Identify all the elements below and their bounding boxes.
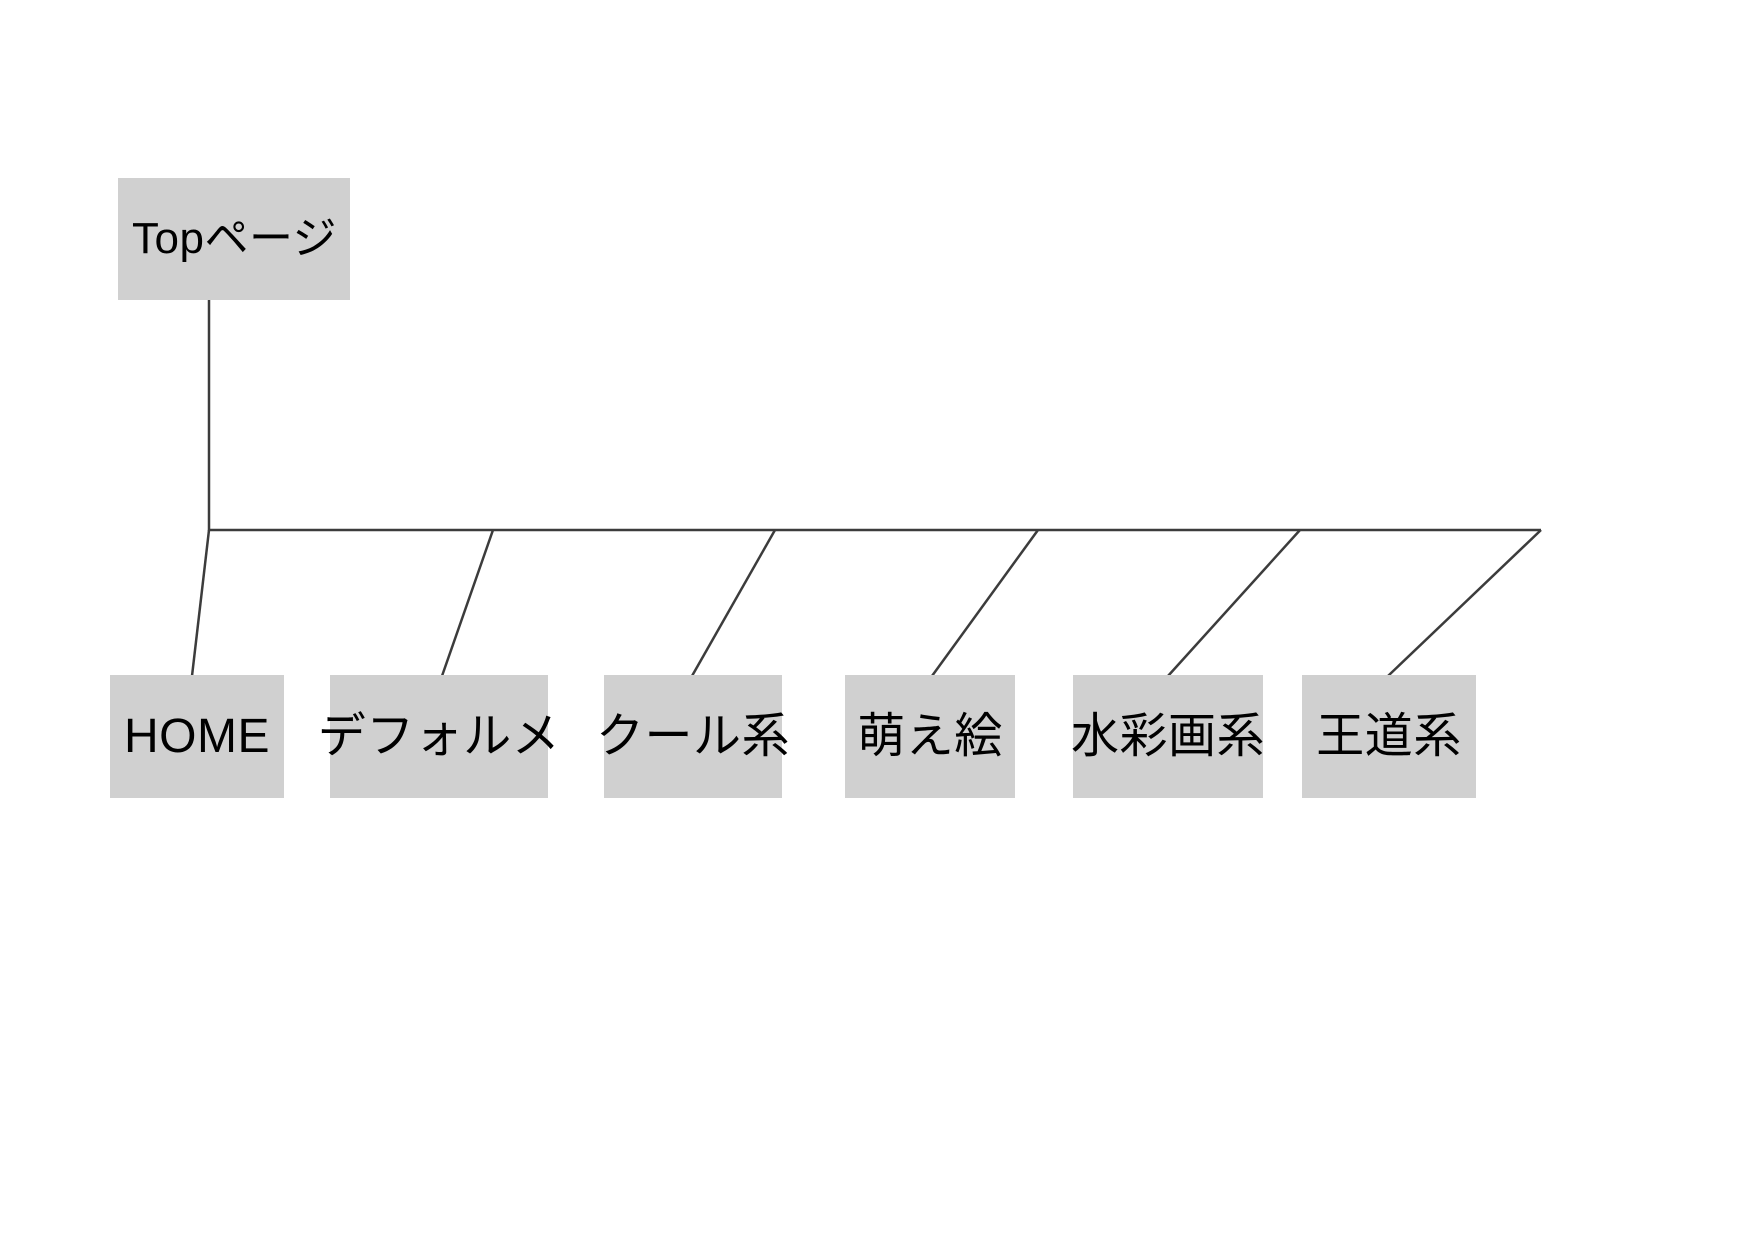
node-oudou[interactable]: 王道系 — [1302, 675, 1476, 798]
node-suisai-label: 水彩画系 — [1071, 709, 1266, 763]
node-cool-label: クール系 — [596, 709, 791, 763]
edge-drop-suisai — [1167, 529, 1301, 677]
node-deforme-label: デフォルメ — [317, 709, 561, 763]
node-moe-label: 萌え絵 — [857, 709, 1003, 763]
node-home-label: HOME — [124, 709, 270, 763]
node-home[interactable]: HOME — [110, 675, 284, 798]
node-suisai[interactable]: 水彩画系 — [1071, 675, 1266, 798]
edge-drop-moe — [930, 529, 1040, 677]
node-moe[interactable]: 萌え絵 — [845, 675, 1015, 798]
edge-drop-oudou — [1387, 529, 1542, 677]
edge-drop-home — [190, 529, 211, 677]
edge-drop-deforme — [440, 529, 495, 677]
edge-drop-cool — [690, 529, 777, 677]
node-deforme[interactable]: デフォルメ — [318, 675, 560, 798]
node-top-page[interactable]: Topページ — [118, 178, 350, 300]
node-oudou-label: 王道系 — [1316, 709, 1462, 763]
node-cool[interactable]: クール系 — [596, 675, 790, 798]
node-top-page-label: Topページ — [132, 214, 338, 263]
